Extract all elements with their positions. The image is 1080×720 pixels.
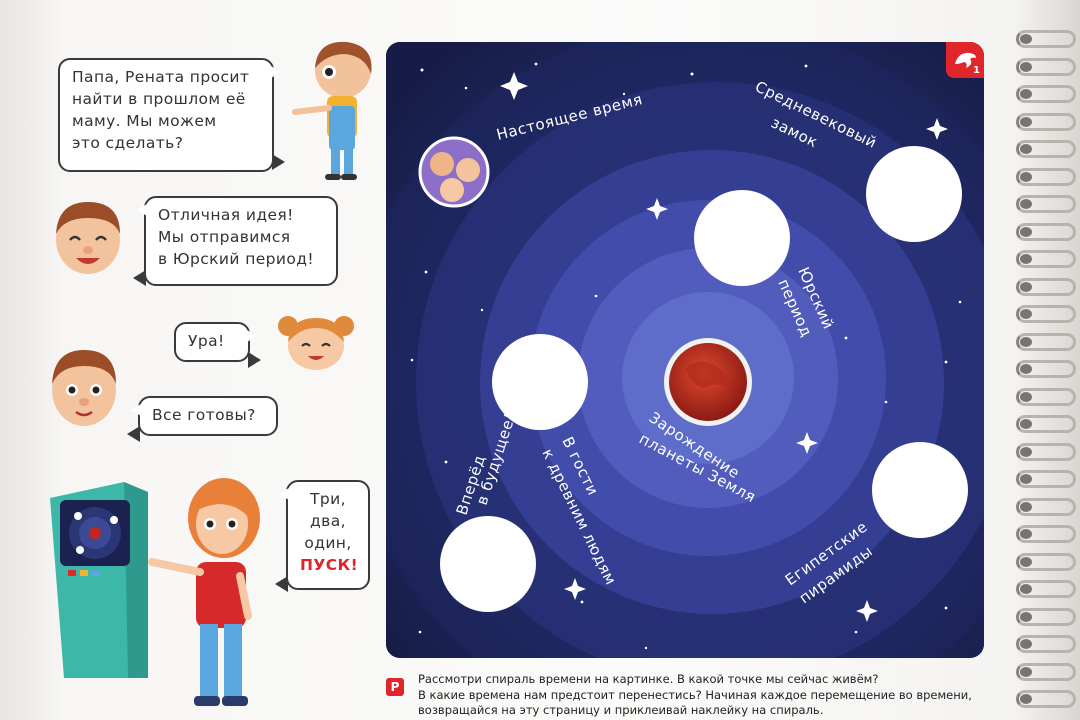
binding-hole xyxy=(1020,364,1032,374)
binding-ring xyxy=(1016,112,1076,131)
binding-hole xyxy=(1020,474,1032,484)
binding-hole xyxy=(1020,584,1032,594)
binding-ring xyxy=(1016,662,1076,681)
binding-hole xyxy=(1020,144,1032,154)
bubble-line: найти в прошлом её xyxy=(72,90,246,108)
sticker-slot-egypt xyxy=(872,442,968,538)
binding-hole xyxy=(1020,171,1032,182)
sticker-slot-future xyxy=(492,334,588,430)
instruction-marker: Р xyxy=(386,678,404,696)
binding-hole xyxy=(1020,116,1032,127)
sparkle-stars xyxy=(500,72,948,622)
binding-ring xyxy=(1016,222,1076,241)
mom-character xyxy=(148,478,260,706)
binding-hole xyxy=(1020,501,1032,512)
instruction-line: возвращайся на эту страницу и приклеивай… xyxy=(418,703,824,717)
dolphin-icon xyxy=(955,52,976,68)
girl-face xyxy=(278,316,354,370)
speech-bubble-mom: Три, два, один, ПУСК! xyxy=(275,480,370,592)
binding-ring xyxy=(1016,57,1076,76)
binding-ring xyxy=(1016,635,1076,653)
sticker-slot-jurassic xyxy=(694,190,790,286)
binding-hole xyxy=(1020,639,1032,649)
bubble-line: Все готовы? xyxy=(152,406,256,424)
speech-bubble-dad-1: Отличная идея! Мы отправимся в Юрский пе… xyxy=(133,196,338,286)
dialogue-column: Папа, Рената просит найти в прошлом её м… xyxy=(0,0,385,720)
binding-hole xyxy=(1020,34,1032,44)
binding-ring xyxy=(1016,195,1076,213)
binding-hole xyxy=(1020,309,1032,319)
bubble-line: это сделать? xyxy=(72,134,184,152)
binding-hole xyxy=(1020,199,1032,209)
binding-ring xyxy=(1016,607,1076,626)
binding-hole xyxy=(1020,419,1032,429)
binding-hole xyxy=(1020,391,1032,402)
dad-face xyxy=(56,202,120,274)
sticker-slot-ancient xyxy=(440,516,536,612)
spiral-illustration: Настоящее время Средневековый замок Юрск… xyxy=(386,42,984,658)
binding-ring xyxy=(1016,360,1076,378)
speech-bubble-boy: Папа, Рената просит найти в прошлом её м… xyxy=(58,58,285,172)
boy-character xyxy=(292,41,372,180)
binding-ring xyxy=(1016,470,1076,488)
binding-ring xyxy=(1016,305,1076,323)
binding-hole xyxy=(1020,446,1032,457)
page-badge: 1 xyxy=(946,42,984,78)
binding-ring xyxy=(1016,552,1076,571)
binding-ring xyxy=(1016,387,1076,406)
binding-ring xyxy=(1016,85,1076,103)
binding-hole xyxy=(1020,254,1032,264)
bubble-line: маму. Мы можем xyxy=(72,112,217,130)
bubble-line: Отличная идея! xyxy=(158,206,294,224)
binding-ring xyxy=(1016,167,1076,186)
bubble-line: в Юрский период! xyxy=(158,250,314,268)
binding-hole xyxy=(1020,556,1032,567)
binding-ring xyxy=(1016,250,1076,268)
binding-ring xyxy=(1016,497,1076,516)
binding-ring xyxy=(1016,415,1076,433)
speech-bubble-girl: Ура! xyxy=(174,322,261,368)
binding-ring xyxy=(1016,442,1076,461)
time-machine xyxy=(50,482,148,678)
binding-hole xyxy=(1020,529,1032,539)
bubble-line: два, xyxy=(310,512,346,530)
binding-hole xyxy=(1020,666,1032,677)
instruction-line: Рассмотри спираль времени на картинке. В… xyxy=(418,672,879,686)
instruction-line: В какие времена нам предстоит перенестис… xyxy=(418,687,972,702)
binding-ring xyxy=(1016,30,1076,48)
bubble-line: Мы отправимся xyxy=(158,228,291,246)
binding-hole xyxy=(1020,61,1032,72)
binding-hole xyxy=(1020,89,1032,99)
dad-face-2 xyxy=(52,350,116,426)
binding-hole xyxy=(1020,611,1032,622)
time-spiral-panel: Настоящее время Средневековый замок Юрск… xyxy=(386,42,984,658)
page-number: 1 xyxy=(973,65,980,76)
sticker-slot-medieval xyxy=(866,146,962,242)
instruction-text: Рассмотри спираль времени на картинке. В… xyxy=(418,672,972,719)
binding-ring xyxy=(1016,690,1076,708)
binding-hole xyxy=(1020,281,1032,292)
binding-hole xyxy=(1020,336,1032,347)
bubble-line: Ура! xyxy=(188,332,225,350)
binding-hole xyxy=(1020,226,1032,237)
bubble-line: Три, xyxy=(310,490,346,508)
speech-bubble-dad-2: Все готовы? xyxy=(127,396,278,442)
bubble-line: Папа, Рената просит xyxy=(72,68,250,86)
binding-hole xyxy=(1020,694,1032,704)
binding-ring xyxy=(1016,277,1076,296)
binding-ring xyxy=(1016,525,1076,543)
binding-ring xyxy=(1016,332,1076,351)
binding-ring xyxy=(1016,140,1076,158)
launch-word: ПУСК! xyxy=(300,556,359,574)
bubble-line: один, xyxy=(304,534,352,552)
binding-ring xyxy=(1016,580,1076,598)
